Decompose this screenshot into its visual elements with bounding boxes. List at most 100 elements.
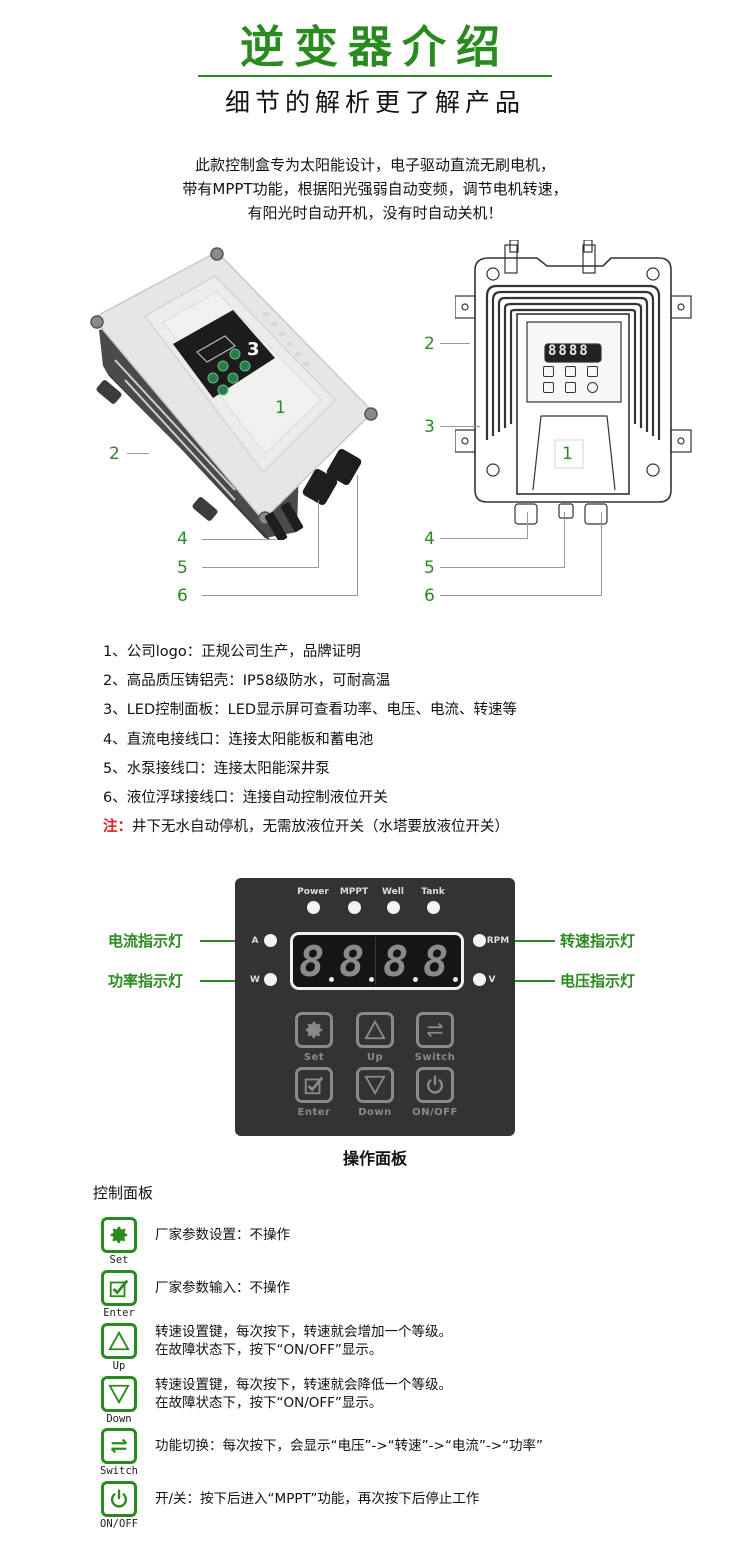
switch-button[interactable] <box>416 1012 454 1048</box>
voltage-led <box>473 973 486 986</box>
up-key-desc-line-1: 转速设置键，每次按下，转速就会增加一个等级。 <box>155 1324 452 1340</box>
leader-line <box>440 512 528 539</box>
photo-callout-3: 3 <box>247 339 260 360</box>
display-digit: 8 <box>423 937 449 986</box>
operation-panel: Power MPPT Well Tank A W RPM V 8 8 8 8 S… <box>235 878 515 1136</box>
up-key-label: Up <box>112 1360 126 1372</box>
leader-line <box>440 512 565 568</box>
enter-key-desc: 厂家参数输入：不操作 <box>155 1280 290 1296</box>
drawing-button <box>543 382 554 393</box>
intro-line: 带有MPPT功能，根据阳光强弱自动变频，调节电机转速， <box>182 180 568 198</box>
on-off-key-desc: 开/关：按下后进入“MPPT”功能，再次按下后停止工作 <box>155 1491 480 1507</box>
rpm-led <box>473 934 486 947</box>
power-watt-led <box>264 973 277 986</box>
feature-item: 4、直流电接线口：连接太阳能板和蓄电池 <box>103 731 374 748</box>
feature-list: 1、公司logo：正规公司生产，品牌证明 2、高品质压铸铝壳：IP58级防水，可… <box>103 638 517 842</box>
feature-item: 5、水泵接线口：连接太阳能深井泵 <box>103 760 330 777</box>
switch-key <box>101 1428 137 1464</box>
indicator-label-v: V <box>488 975 496 985</box>
indicator-label-tank: Tank <box>421 887 445 897</box>
drawing-button <box>587 382 598 393</box>
tank-led <box>427 901 440 914</box>
decimal-point <box>369 977 374 982</box>
leader-line <box>202 500 319 568</box>
display-digit: 8 <box>299 937 325 986</box>
switch-key-label: Switch <box>100 1465 138 1477</box>
leader-line <box>440 512 602 596</box>
callout-line <box>200 980 235 982</box>
indicator-label-rpm: RPM <box>486 936 510 946</box>
down-key-desc-line-1: 转速设置键，每次按下，转速就会降低一个等级。 <box>155 1377 452 1393</box>
intro-line: 有阳光时自动开机，没有时自动关机！ <box>247 204 503 222</box>
on-off-key <box>101 1481 137 1517</box>
set-key <box>101 1217 137 1253</box>
feature-item: 6、液位浮球接线口：连接自动控制液位开关 <box>103 790 388 807</box>
current-led <box>264 934 277 947</box>
voltage-indicator-callout: 电压指示灯 <box>560 972 636 990</box>
well-led <box>387 901 400 914</box>
up-button[interactable] <box>356 1012 394 1048</box>
drawing-button <box>565 382 576 393</box>
gear-icon <box>305 1021 323 1039</box>
drawing-button <box>565 366 576 377</box>
drawing-callout-6: 6 <box>424 586 435 606</box>
set-button-label: Set <box>303 1052 325 1063</box>
photo-callout-4: 4 <box>177 529 188 549</box>
callout-line <box>515 940 555 942</box>
feature-item: 3、LED控制面板：LED显示屏可查看功率、电压、电流、转速等 <box>103 702 518 719</box>
photo-callout-1: 1 <box>275 398 286 418</box>
feature-item: 1、公司logo：正规公司生产，品牌证明 <box>103 644 361 660</box>
photo-callout-6: 6 <box>177 586 188 606</box>
drawing-callout-2: 2 <box>424 334 435 354</box>
display-separator <box>375 937 376 985</box>
on-off-key-label: ON/OFF <box>100 1518 138 1530</box>
technical-drawing: 8888 1 <box>454 239 695 530</box>
leader-line <box>440 343 470 344</box>
leader-line <box>202 475 358 596</box>
triangle-up-icon <box>108 1330 130 1351</box>
power-icon <box>110 1489 128 1508</box>
indicator-label-a: A <box>251 936 259 946</box>
down-key-desc-line-2: 在故障状态下，按下“ON/OFF”显示。 <box>155 1395 383 1411</box>
set-key-desc: 厂家参数设置：不操作 <box>155 1227 290 1243</box>
feature-item: 2、高品质压铸铝壳：IP58级防水，可耐高温 <box>103 673 391 690</box>
triangle-down-icon <box>108 1384 130 1405</box>
speed-indicator-callout: 转速指示灯 <box>560 932 636 950</box>
page-title: 逆变器介绍 <box>240 22 510 73</box>
down-button[interactable] <box>356 1067 394 1103</box>
enter-button[interactable] <box>295 1067 333 1103</box>
swap-arrows-icon <box>427 1022 443 1038</box>
decimal-point <box>453 977 458 982</box>
inverter-photo-illustration <box>90 247 378 542</box>
page-subtitle: 细节的解析更了解产品 <box>224 88 525 117</box>
enter-key-label: Enter <box>103 1307 135 1319</box>
on-off-button-label: ON/OFF <box>412 1107 458 1118</box>
callout-line <box>515 980 555 982</box>
set-button[interactable] <box>295 1012 333 1048</box>
photo-callout-2: 2 <box>109 444 120 464</box>
current-indicator-callout: 电流指示灯 <box>108 932 184 950</box>
drawing-button <box>543 366 554 377</box>
enter-button-label: Enter <box>297 1107 331 1118</box>
on-off-button[interactable] <box>416 1067 454 1103</box>
up-key-desc-line-2: 在故障状态下，按下“ON/OFF”显示。 <box>155 1342 383 1358</box>
up-key <box>101 1323 137 1359</box>
drawing-callout-5: 5 <box>424 558 435 578</box>
led-display: 8 8 8 8 <box>290 932 464 990</box>
drawing-callout-4: 4 <box>424 529 435 549</box>
photo-callout-5: 5 <box>177 558 188 578</box>
leader-line <box>202 539 276 540</box>
triangle-down-icon <box>364 1075 386 1096</box>
checkbox-icon <box>109 1279 129 1298</box>
power-led <box>307 901 320 914</box>
display-digit: 8 <box>383 937 409 986</box>
gear-icon <box>110 1226 128 1244</box>
indicator-label-well: Well <box>382 887 404 897</box>
down-button-label: Down <box>358 1107 392 1118</box>
checkbox-icon <box>304 1076 324 1095</box>
note-text: 井下无水自动停机，无需放液位开关（水塔要放液位开关） <box>132 819 509 836</box>
switch-button-label: Switch <box>414 1052 456 1063</box>
indicator-label-power: Power <box>297 887 329 897</box>
leader-line <box>440 426 480 427</box>
title-divider <box>198 75 552 77</box>
